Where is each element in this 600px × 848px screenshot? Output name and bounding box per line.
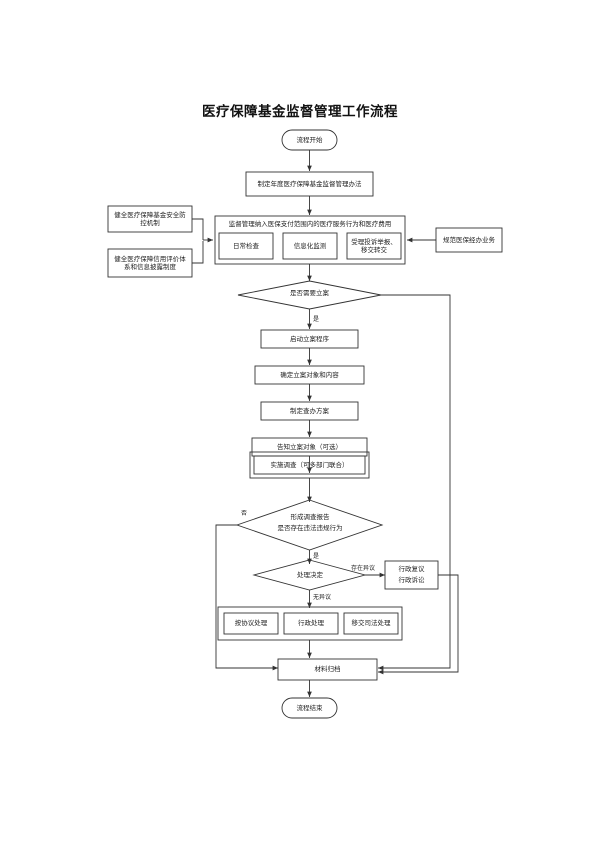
node-define-target-label: 确定立案对象和内容 xyxy=(280,370,339,379)
edge-violation-no-to-archive xyxy=(215,524,278,671)
node-appeal-line2: 行政诉讼 xyxy=(398,576,425,585)
node-appeal-line1: 行政复议 xyxy=(398,565,425,574)
node-decision-filing-label: 是否需要立案 xyxy=(290,288,329,297)
node-handle-options-frame xyxy=(217,606,403,641)
node-supervise-sub2-shape xyxy=(282,232,338,260)
edge-left1-join xyxy=(192,218,204,240)
edge-label-no-dispute: 无异议 xyxy=(313,594,332,601)
node-archive-shape xyxy=(277,658,378,681)
edge-filing-no-to-archive xyxy=(378,294,451,671)
node-end-shape xyxy=(281,697,338,719)
edge-label-has-dispute: 存在异议 xyxy=(351,565,376,572)
node-start-filing-label: 启动立案程序 xyxy=(290,334,329,343)
node-supervise-header-label: 监督管理纳入医保支付范围内的医疗服务行为和医疗费用 xyxy=(228,220,392,229)
edge-label-violation-yes: 是 xyxy=(313,553,320,560)
node-policy-label: 制定年度医疗保障基金监督管理办法 xyxy=(257,179,362,188)
node-supervise-sub3-label: 受理投诉举报、移交转交 xyxy=(351,237,397,254)
node-handle3-shape xyxy=(343,612,399,635)
node-supervise-sub2-label: 信息化监测 xyxy=(293,241,327,250)
node-left-box2-label: 健全医疗保障信用评价体系和信息披露制度 xyxy=(114,254,186,271)
node-left-box1-label: 健全医疗保障基金安全防控机制 xyxy=(114,210,186,227)
node-supervise-sub1-label: 日常检查 xyxy=(233,241,259,250)
node-start-label: 流程开始 xyxy=(296,135,323,144)
node-decision-violation-line1: 形成调查报告 xyxy=(290,513,330,522)
node-decision-violation-line2: 是否存在违法违规行为 xyxy=(277,524,343,533)
node-investigate-label: 实施调查（可多部门联合） xyxy=(270,460,349,469)
node-handle1-shape xyxy=(223,612,279,635)
node-handle1-label: 按协议处理 xyxy=(234,619,268,628)
edge-label-filing-yes: 是 xyxy=(313,316,320,323)
node-handle3-label: 移交司法处理 xyxy=(351,619,391,628)
node-make-plan-label: 制定查办方案 xyxy=(290,406,329,415)
node-decision-handle-label: 处理决定 xyxy=(297,570,323,579)
edge-appeal-to-archive xyxy=(378,574,459,675)
node-handle2-shape xyxy=(283,612,339,635)
node-supervise-sub3-shape xyxy=(346,232,402,260)
node-end-label: 流程结束 xyxy=(296,703,323,712)
node-archive-label: 材料归档 xyxy=(314,665,341,674)
node-investigate-shape xyxy=(253,455,366,475)
node-supervise-shape xyxy=(214,215,406,265)
node-notify-target-label: 告知立案对象（可选） xyxy=(277,442,342,451)
page-title: 医疗保障基金监督管理工作流程 xyxy=(202,104,398,120)
edge-label-violation-no: 否 xyxy=(241,510,248,517)
node-handle2-label: 行政处理 xyxy=(298,619,324,628)
edge-left2-join xyxy=(192,241,204,264)
node-supervise-sub1-shape xyxy=(218,232,274,260)
node-right-box1-label: 规范医保经办业务 xyxy=(443,235,495,244)
